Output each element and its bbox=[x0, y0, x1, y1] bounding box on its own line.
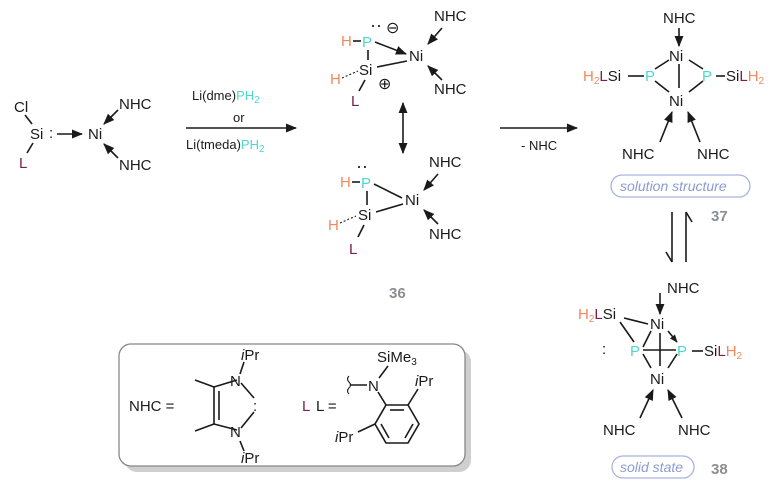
atom-p-right: P bbox=[702, 68, 712, 85]
nhc-ligand-bottom: NHC bbox=[429, 226, 462, 243]
lone-pair: ·· bbox=[356, 156, 368, 176]
loss-of-nhc: - NHC bbox=[521, 138, 557, 153]
carbene-lone-pair: : bbox=[253, 398, 257, 415]
reaction-arrow-1: Li(dme)PH2 or Li(tmeda)PH2 bbox=[186, 88, 298, 155]
atom-h: H bbox=[340, 174, 351, 191]
atom-l: L bbox=[351, 93, 359, 110]
plus-charge: ⊕ bbox=[378, 76, 391, 93]
lone-pair: : bbox=[49, 125, 53, 142]
atom-n: N bbox=[230, 373, 241, 390]
ipr-ring-left: iPr bbox=[335, 429, 353, 446]
atom-h: H bbox=[330, 71, 341, 88]
lone-pair: ·· bbox=[370, 15, 382, 35]
nhc-ligand-top: NHC bbox=[434, 8, 467, 25]
solution-structure-label: solution structure bbox=[620, 178, 727, 194]
reagent-2: Li(tmeda)PH2 bbox=[186, 137, 265, 155]
starting-material: Cl Si : L Ni NHC NHC bbox=[14, 96, 152, 174]
silyl-left: H2LSi bbox=[583, 68, 621, 87]
atom-ni: Ni bbox=[409, 48, 423, 65]
minus-charge: ⊖ bbox=[386, 20, 399, 37]
solid-state-label: solid state bbox=[620, 459, 683, 475]
silyl-top: H2LSi bbox=[578, 306, 616, 325]
compound-37: NHC Ni P P Ni H2LSi SiLH2 NHC NHC bbox=[583, 10, 765, 163]
nhc-ligand-bottom-left: NHC bbox=[622, 146, 655, 163]
atom-l: L bbox=[19, 155, 27, 172]
compound-36-zwitterion: ·· ⊖ H P Ni Si ⊕ H L NHC NHC bbox=[330, 8, 467, 110]
legend-frame bbox=[118, 343, 466, 467]
sime3-group: SiMe3 bbox=[377, 349, 417, 368]
ipr-bottom: iPr bbox=[241, 450, 259, 467]
atom-si: Si bbox=[359, 62, 372, 79]
nhc-ligand-top: NHC bbox=[119, 96, 152, 113]
ipr-top: iPr bbox=[241, 347, 259, 364]
atom-h: H bbox=[328, 217, 339, 234]
atom-ni-top: Ni bbox=[669, 48, 683, 65]
atom-ni-bottom: Ni bbox=[650, 371, 664, 388]
atom-ni: Ni bbox=[88, 126, 102, 143]
atom-ni: Ni bbox=[405, 192, 419, 209]
legend-box: NHC = N N : iPr iPr L L = N SiMe3 bbox=[118, 343, 471, 472]
atom-p-right: P bbox=[677, 343, 687, 360]
solution-structure-badge bbox=[610, 174, 751, 198]
lone-pair: : bbox=[602, 341, 606, 358]
atom-n: N bbox=[368, 378, 379, 395]
atom-p: P bbox=[362, 34, 372, 51]
atom-p-left: P bbox=[645, 68, 655, 85]
nhc-ligand-bottom: NHC bbox=[119, 157, 152, 174]
compound-36-cyclic: ·· H P Ni Si H L NHC NHC bbox=[328, 154, 462, 258]
atom-cl: Cl bbox=[14, 99, 28, 116]
atom-p: P bbox=[361, 175, 371, 192]
atom-p-left: P bbox=[630, 343, 640, 360]
nhc-ligand-bottom-left: NHC bbox=[603, 422, 636, 439]
atom-l: L bbox=[349, 241, 357, 258]
silyl-right: SiLH2 bbox=[704, 343, 743, 362]
nhc-ligand-top: NHC bbox=[663, 10, 696, 27]
l-structure: N SiMe3 iPr iPr bbox=[335, 349, 433, 446]
nhc-definition-label: NHC = bbox=[129, 398, 175, 415]
compound-number-37: 37 bbox=[711, 208, 728, 225]
equilibrium-arrow-icon bbox=[665, 211, 693, 263]
nhc-ligand-bottom-right: NHC bbox=[697, 146, 730, 163]
silyl-right: SiLH2 bbox=[726, 68, 765, 87]
reaction-arrow-2: - NHC bbox=[500, 123, 579, 153]
atom-si: Si bbox=[358, 207, 371, 224]
nhc-ligand-top: NHC bbox=[667, 280, 700, 297]
atom-si: Si bbox=[30, 126, 43, 143]
atom-n: N bbox=[230, 424, 241, 441]
ipr-ring-top: iPr bbox=[415, 373, 433, 390]
l-definition-label: L L = bbox=[302, 398, 337, 415]
nhc-ligand-top: NHC bbox=[429, 154, 462, 171]
atom-ni-bottom: Ni bbox=[669, 93, 683, 110]
compound-38: NHC Ni H2LSi : P P Ni SiLH2 NHC NHC bbox=[578, 280, 743, 439]
atom-ni-top: Ni bbox=[650, 316, 664, 333]
reagent-or: or bbox=[233, 110, 245, 125]
reagent-1: Li(dme)PH2 bbox=[192, 88, 260, 106]
nhc-ligand-bottom: NHC bbox=[434, 81, 467, 98]
nhc-ligand-bottom-right: NHC bbox=[678, 422, 711, 439]
solid-state-badge bbox=[611, 455, 695, 479]
nhc-structure: N N : iPr iPr bbox=[194, 347, 259, 467]
atom-h: H bbox=[341, 33, 352, 50]
compound-number-38: 38 bbox=[711, 461, 728, 478]
compound-number-36: 36 bbox=[389, 285, 406, 302]
